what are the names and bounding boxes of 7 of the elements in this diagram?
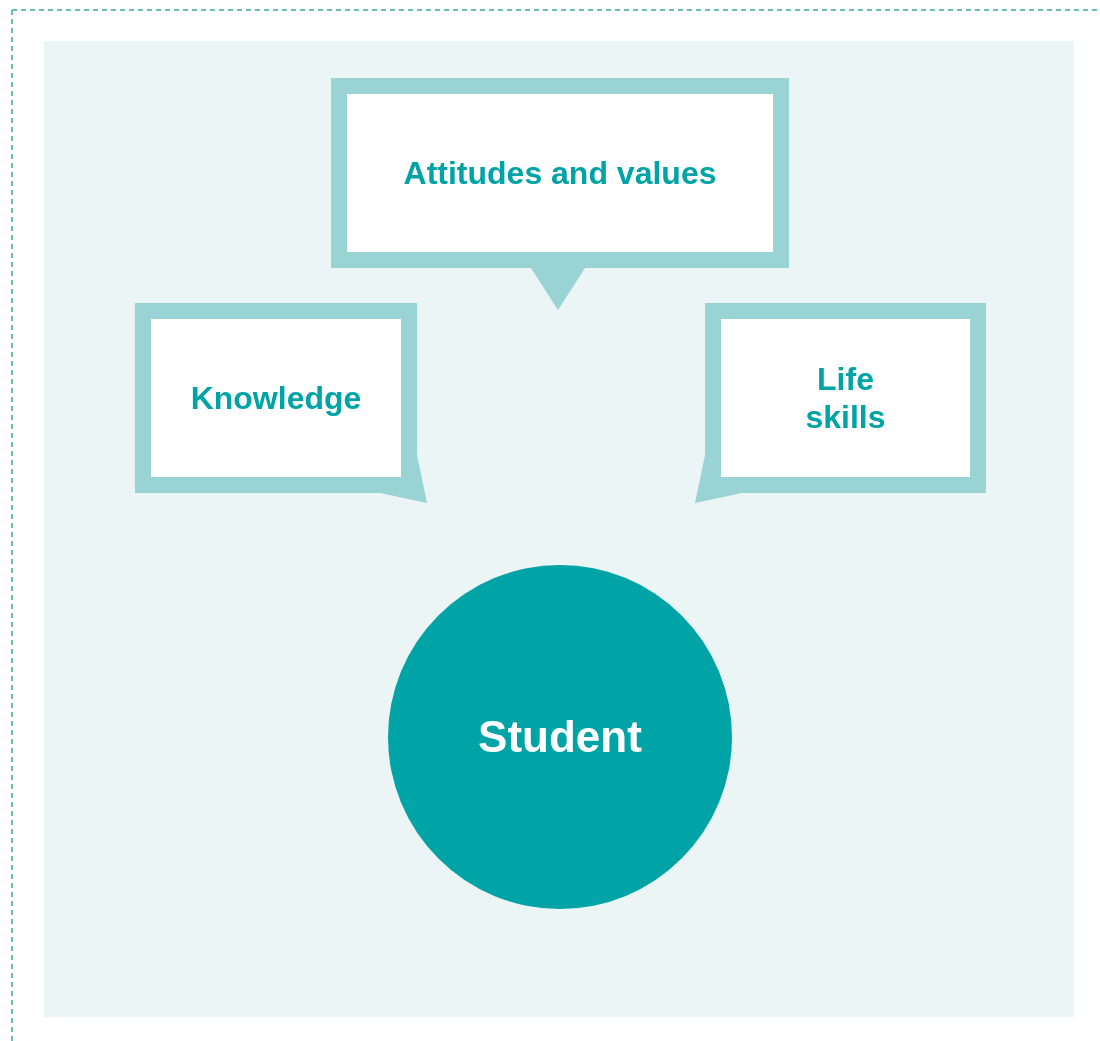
bubble-label: Life skills xyxy=(804,359,887,437)
speech-bubble xyxy=(331,78,789,310)
speech-bubble xyxy=(135,303,427,503)
speech-bubble xyxy=(695,303,986,503)
bubble-label: Attitudes and values xyxy=(403,153,717,193)
bubble-label: Knowledge xyxy=(190,378,362,418)
circle-label: Student xyxy=(478,711,642,763)
